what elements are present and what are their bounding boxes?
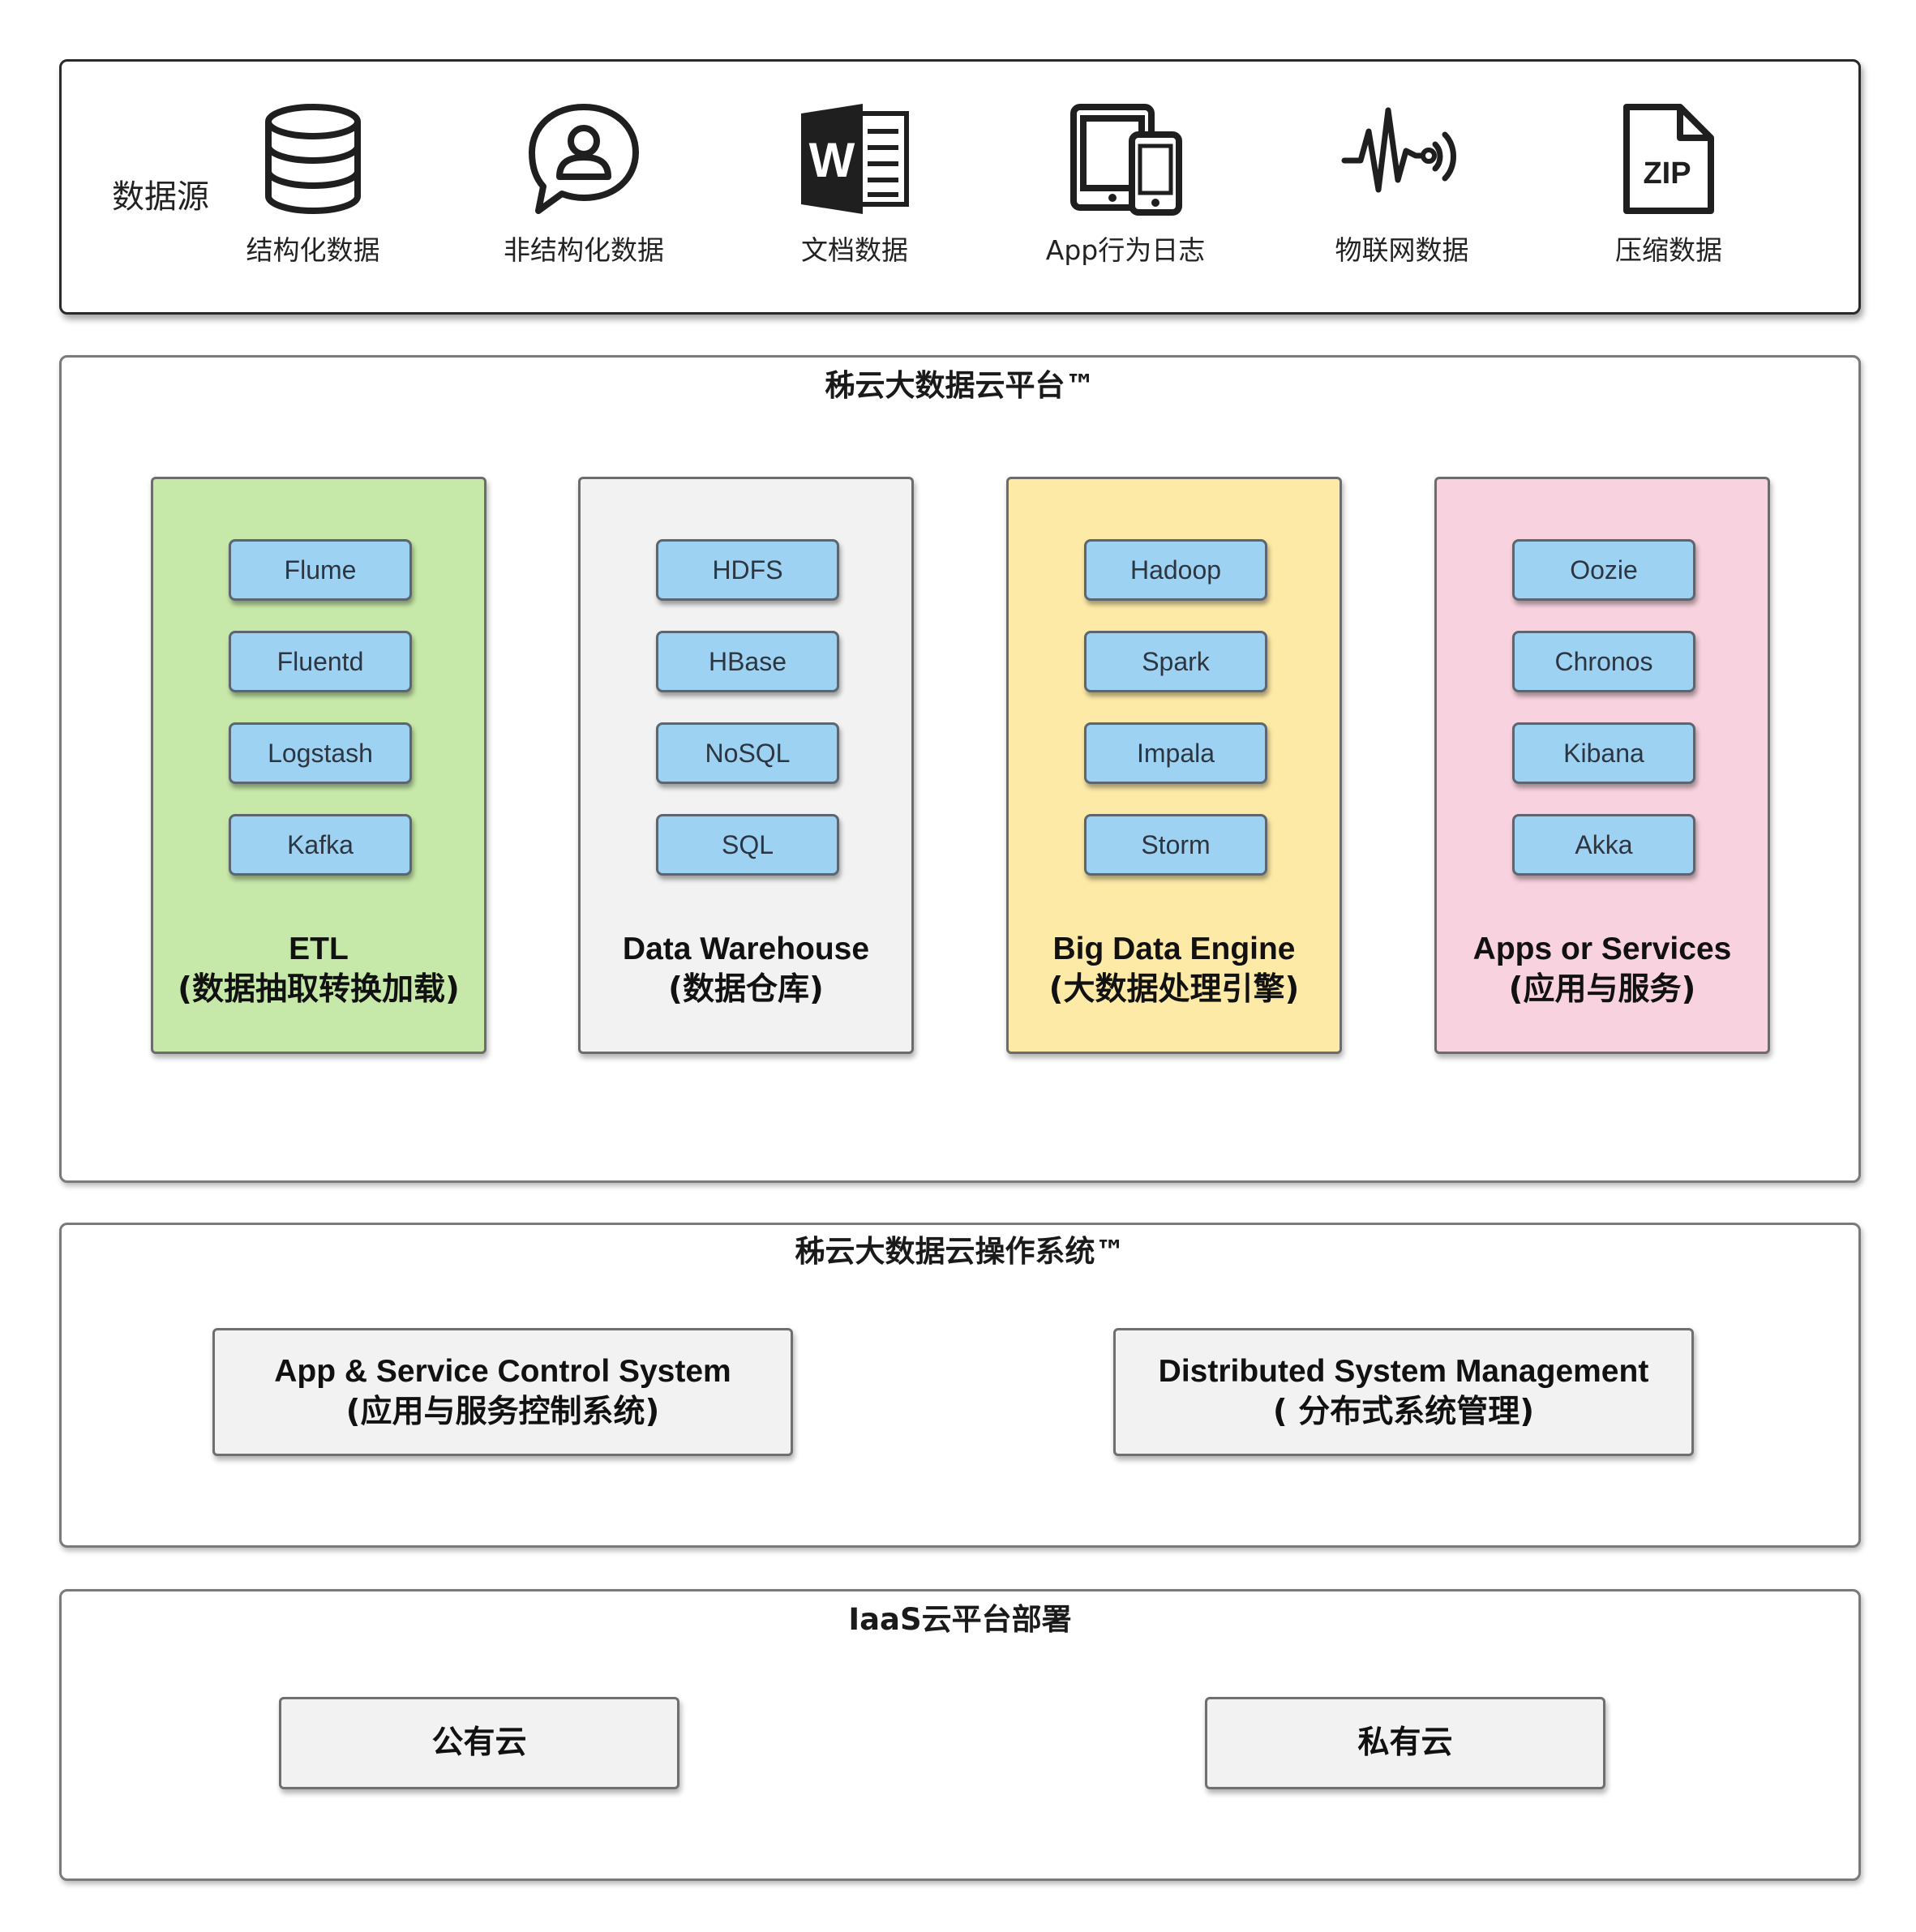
- source-document-data: W 文档数据: [721, 102, 988, 268]
- iaas-title: IaaS云平台部署: [848, 1602, 1072, 1637]
- tool-oozie: Oozie: [1512, 539, 1695, 601]
- database-icon: [265, 104, 361, 214]
- zip-file-icon: ZIP: [1623, 104, 1714, 214]
- source-compressed-data: ZIP 压缩数据: [1535, 102, 1802, 268]
- source-iot-data: 物联网数据: [1268, 102, 1536, 268]
- svg-text:ZIP: ZIP: [1643, 156, 1691, 191]
- data-sources-panel: 数据源 结构化数据 非结构化数据: [59, 59, 1861, 315]
- box-subtitle: ( 分布式系统管理): [1272, 1394, 1535, 1430]
- source-label: 文档数据: [801, 234, 908, 266]
- source-label: 非结构化数据: [504, 234, 664, 266]
- private-cloud-box: 私有云: [1205, 1697, 1605, 1789]
- platform-title: 秭云大数据云平台™: [825, 368, 1095, 403]
- source-label: 物联网数据: [1335, 234, 1469, 266]
- column-title: ETL: [289, 932, 349, 966]
- tool-kafka: Kafka: [229, 814, 412, 876]
- column-subtitle: (大数据处理引擎): [1048, 971, 1300, 1008]
- tool-hbase: HBase: [656, 631, 839, 692]
- box-title: App & Service Control System: [274, 1354, 731, 1389]
- os-title: 秭云大数据云操作系统™: [795, 1234, 1125, 1269]
- column-title: Big Data Engine: [1052, 932, 1296, 966]
- word-document-icon: W: [801, 104, 909, 214]
- box-title: Distributed System Management: [1158, 1354, 1649, 1389]
- data-warehouse-caption: Data Warehouse (数据仓库): [581, 929, 911, 1010]
- tool-akka: Akka: [1512, 814, 1695, 876]
- data-warehouse-column: HDFS HBase NoSQL SQL Data Warehouse (数据仓…: [578, 477, 914, 1054]
- column-subtitle: (数据仓库): [668, 971, 824, 1008]
- apps-services-column: Oozie Chronos Kibana Akka Apps or Servic…: [1434, 477, 1770, 1054]
- iot-signal-icon: [1341, 107, 1456, 193]
- source-label: 压缩数据: [1615, 234, 1722, 266]
- svg-text:W: W: [809, 133, 855, 187]
- app-service-control-box: App & Service Control System (应用与服务控制系统): [212, 1328, 793, 1456]
- source-label: App行为日志: [1045, 234, 1206, 266]
- distributed-system-management-box: Distributed System Management ( 分布式系统管理): [1113, 1328, 1694, 1456]
- column-title: Data Warehouse: [622, 932, 870, 966]
- tool-storm: Storm: [1084, 814, 1267, 876]
- tool-spark: Spark: [1084, 631, 1267, 692]
- data-sources-label: 数据源: [112, 178, 209, 216]
- source-app-log: App行为日志: [992, 102, 1259, 268]
- tool-impala: Impala: [1084, 722, 1267, 784]
- tool-logstash: Logstash: [229, 722, 412, 784]
- tool-nosql: NoSQL: [656, 722, 839, 784]
- tool-hdfs: HDFS: [656, 539, 839, 601]
- tool-hadoop: Hadoop: [1084, 539, 1267, 601]
- column-title: Apps or Services: [1472, 932, 1732, 966]
- tool-flume: Flume: [229, 539, 412, 601]
- etl-column: Flume Fluentd Logstash Kafka ETL (数据抽取转换…: [151, 477, 487, 1054]
- tool-kibana: Kibana: [1512, 722, 1695, 784]
- column-subtitle: (应用与服务): [1508, 971, 1696, 1008]
- devices-icon: [1070, 104, 1182, 216]
- box-subtitle: (应用与服务控制系统): [345, 1394, 660, 1430]
- tool-chronos: Chronos: [1512, 631, 1695, 692]
- column-subtitle: (数据抽取转换加载): [178, 971, 460, 1008]
- etl-caption: ETL (数据抽取转换加载): [153, 929, 484, 1010]
- apps-services-caption: Apps or Services (应用与服务): [1437, 929, 1768, 1010]
- source-label: 结构化数据: [246, 234, 380, 266]
- big-data-engine-caption: Big Data Engine (大数据处理引擎): [1009, 929, 1339, 1010]
- public-cloud-box: 公有云: [279, 1697, 679, 1789]
- source-structured-data: 结构化数据: [179, 102, 447, 268]
- tool-fluentd: Fluentd: [229, 631, 412, 692]
- source-unstructured-data: 非结构化数据: [450, 102, 718, 268]
- chat-user-icon: [529, 104, 639, 214]
- big-data-engine-column: Hadoop Spark Impala Storm Big Data Engin…: [1006, 477, 1342, 1054]
- tool-sql: SQL: [656, 814, 839, 876]
